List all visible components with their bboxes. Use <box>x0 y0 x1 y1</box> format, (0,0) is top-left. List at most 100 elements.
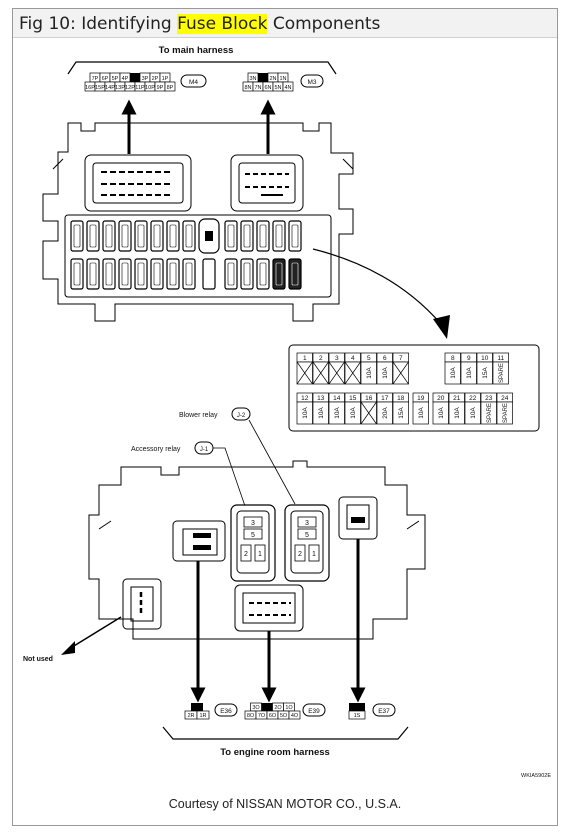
fuse-10-number: 10 <box>481 355 489 362</box>
m4-pin-label: 1P <box>162 76 169 82</box>
e39-id-badge <box>302 703 326 717</box>
m4-pin-label: 4P <box>122 76 129 82</box>
fuse-1-empty-mark <box>296 361 313 385</box>
e39-pin-label: 4O <box>291 713 299 719</box>
e39-pin-label: 8O <box>247 713 255 719</box>
fuse-12-number: 12 <box>301 395 309 402</box>
fuse-slot <box>118 258 132 290</box>
fuse-22-value-cell <box>464 401 481 425</box>
fuse-4-empty-mark <box>344 361 361 385</box>
fuse-slot <box>70 220 84 252</box>
fuse-slot <box>240 258 254 290</box>
relay-pin-5-label: 5 <box>305 532 309 539</box>
blower-relay-id: J-2 <box>237 413 246 419</box>
page-title: Fig 10: Identifying Fuse Block Component… <box>19 14 380 34</box>
fuse-slot <box>256 220 270 252</box>
fuse-slot-inner <box>169 262 177 286</box>
fuse-13-rating: 10A <box>318 407 325 419</box>
fuse-15-rating: 10A <box>350 407 357 419</box>
e37-top-key <box>349 703 365 711</box>
fuse-13-value-cell <box>312 401 329 425</box>
fuse-slot-inner <box>259 262 267 286</box>
fuse-20-value-cell <box>432 401 449 425</box>
fuse-19-rating: 10A <box>418 407 425 419</box>
fuse-17-value-cell <box>376 401 393 425</box>
m3-id: M3 <box>307 79 316 86</box>
fuse-array-frame <box>64 214 332 298</box>
fuse-6-number: 6 <box>383 355 387 362</box>
e39-pin-label: 5O <box>280 713 288 719</box>
fuse-slot-inner <box>105 224 113 248</box>
m3-pin-label: 5N <box>274 85 281 91</box>
fuse-16-number: 16 <box>365 395 373 402</box>
lower-fuse-block-housing <box>88 460 426 640</box>
fuse-6-rating: 10A <box>382 367 389 379</box>
e37-connector: 1S <box>348 703 366 720</box>
fuse-slot <box>102 258 116 290</box>
not-used-arrowhead <box>61 641 75 655</box>
fuse-slot-inner <box>291 224 299 248</box>
fuse-21-rating: 10A <box>454 407 461 419</box>
fuse-slot-inner <box>153 224 161 248</box>
m3-pin-label: 8N <box>244 85 251 91</box>
fuse-slot-inner <box>89 224 97 248</box>
fuse-3-empty-mark <box>328 361 345 385</box>
m4-pin-label: 2P <box>152 76 159 82</box>
fuse-slot <box>288 220 302 252</box>
fuse-slot-inner <box>73 224 81 248</box>
fuse-16-empty-mark <box>360 401 377 425</box>
relay-pin-2 <box>294 544 306 562</box>
fuse-slot <box>150 220 164 252</box>
fuse-9-rating: 10A <box>466 367 473 379</box>
fuse-slot-inner <box>153 262 161 286</box>
m3-pin-label: 4N <box>284 85 291 91</box>
fuse-21-number: 21 <box>453 395 461 402</box>
relay-pin-5 <box>297 528 317 540</box>
fuse-slot-inner <box>89 262 97 286</box>
e39-id: E39 <box>308 708 320 715</box>
fuse-23-value-cell <box>480 401 497 425</box>
e39-pin-label: 3O <box>252 705 260 711</box>
fuse-22-rating: 10A <box>470 407 477 419</box>
fuse-slot <box>166 258 180 290</box>
e37-id: E37 <box>378 708 390 715</box>
relay-pin-5 <box>243 528 263 540</box>
relay-pin-3 <box>297 516 317 528</box>
fuse-slot <box>86 258 100 290</box>
fuse-slot-inner <box>121 262 129 286</box>
main-harness-bracket <box>67 61 337 75</box>
fuse-slot-inner <box>227 224 235 248</box>
fuse-11-number: 11 <box>497 355 504 362</box>
fuse-21-value-cell <box>448 401 465 425</box>
fuse-slot-inner <box>275 262 283 286</box>
fuse-slot <box>150 258 164 290</box>
fuse-12-rating: 10A <box>302 407 309 419</box>
fuse-slot-inner <box>259 224 267 248</box>
e39-pin-label: 1O <box>285 705 293 711</box>
e36-pin-label: 2R <box>187 713 194 719</box>
figure-frame: Fig 10: Identifying Fuse Block Component… <box>12 8 558 826</box>
fuse-slot <box>134 220 148 252</box>
fuse-slot <box>118 220 132 252</box>
fuse-slot <box>182 220 196 252</box>
fuse-12-value-cell <box>296 401 313 425</box>
fuse-slot-inner <box>243 224 251 248</box>
fuse-17-rating: 20A <box>382 407 389 419</box>
m4-pin-cell <box>164 81 176 92</box>
e39-pin-label: 6O <box>269 713 277 719</box>
relay-pin-3-label: 3 <box>251 520 255 527</box>
fuse-19-value-cell <box>412 401 429 425</box>
fuse-24-value-cell <box>496 401 513 425</box>
e39-pin-label: 7O <box>258 713 266 719</box>
m4-pin-label: 14P <box>105 85 115 91</box>
m4-top-key <box>130 73 140 82</box>
fuse-2-number: 2 <box>319 355 323 362</box>
m4-pin-label: 8P <box>167 85 174 91</box>
center-fuse-slot <box>202 258 216 290</box>
title-highlight: Fuse Block <box>177 14 268 34</box>
e37-id-badge <box>372 703 396 717</box>
